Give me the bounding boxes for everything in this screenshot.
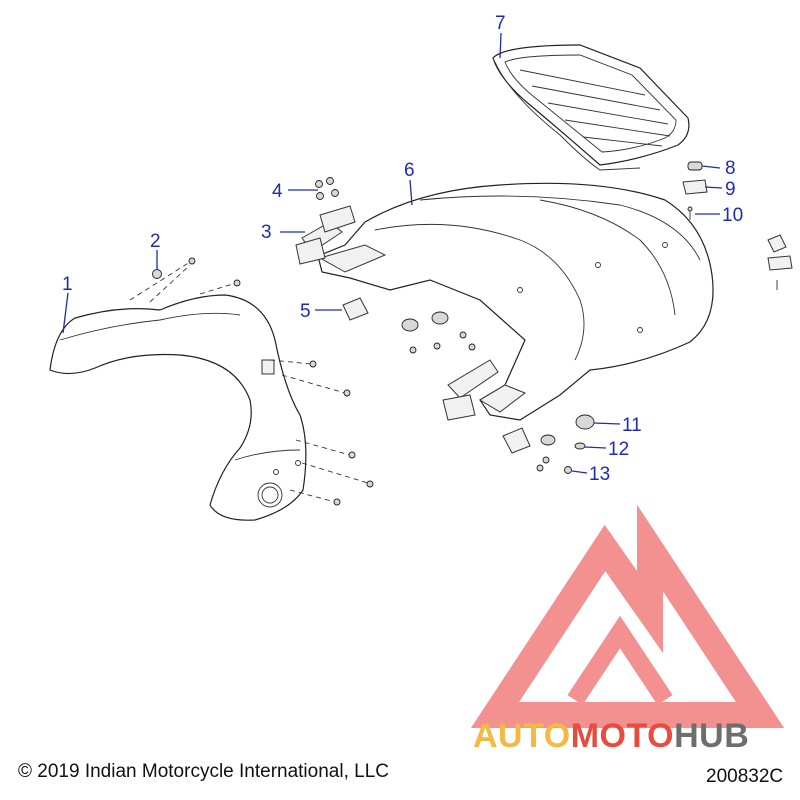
callout-13: 13 [589,464,610,485]
automotohub-watermark: AUTOMOTOHUB [473,717,749,756]
callout-4: 4 [272,181,283,202]
watermark-moto: MOTO [570,717,675,755]
callout-7: 7 [495,13,506,34]
callout-leaders [62,32,723,474]
callout-9: 9 [725,179,736,200]
mount-hardware [401,311,595,474]
lid-nut-icon [152,269,162,279]
latch-hardware [682,161,793,290]
callout-10: 10 [722,205,743,226]
hinge-upper [295,205,356,265]
lid-fastener-lines [129,257,374,506]
automotohub-logo-mark [470,504,785,728]
callout-3: 3 [261,222,272,243]
nut-cluster [315,177,339,200]
luggage-rack [492,44,690,171]
callout-2: 2 [150,231,161,252]
callout-1: 1 [62,274,73,295]
backing-plate [342,297,369,321]
callout-8: 8 [725,158,736,179]
trunk-lid [49,294,307,521]
watermark-hub: HUB [674,717,750,755]
callout-labels: 1 2 3 4 5 6 7 8 9 10 11 12 13 [62,13,743,485]
trunk-base [317,182,714,421]
callout-6: 6 [404,160,415,181]
drawing-number: 200832C [706,766,784,787]
watermark-auto: AUTO [473,717,571,755]
callout-5: 5 [300,301,311,322]
callout-11: 11 [622,415,642,436]
callout-12: 12 [608,439,629,460]
copyright-notice: © 2019 Indian Motorcycle International, … [18,761,389,782]
